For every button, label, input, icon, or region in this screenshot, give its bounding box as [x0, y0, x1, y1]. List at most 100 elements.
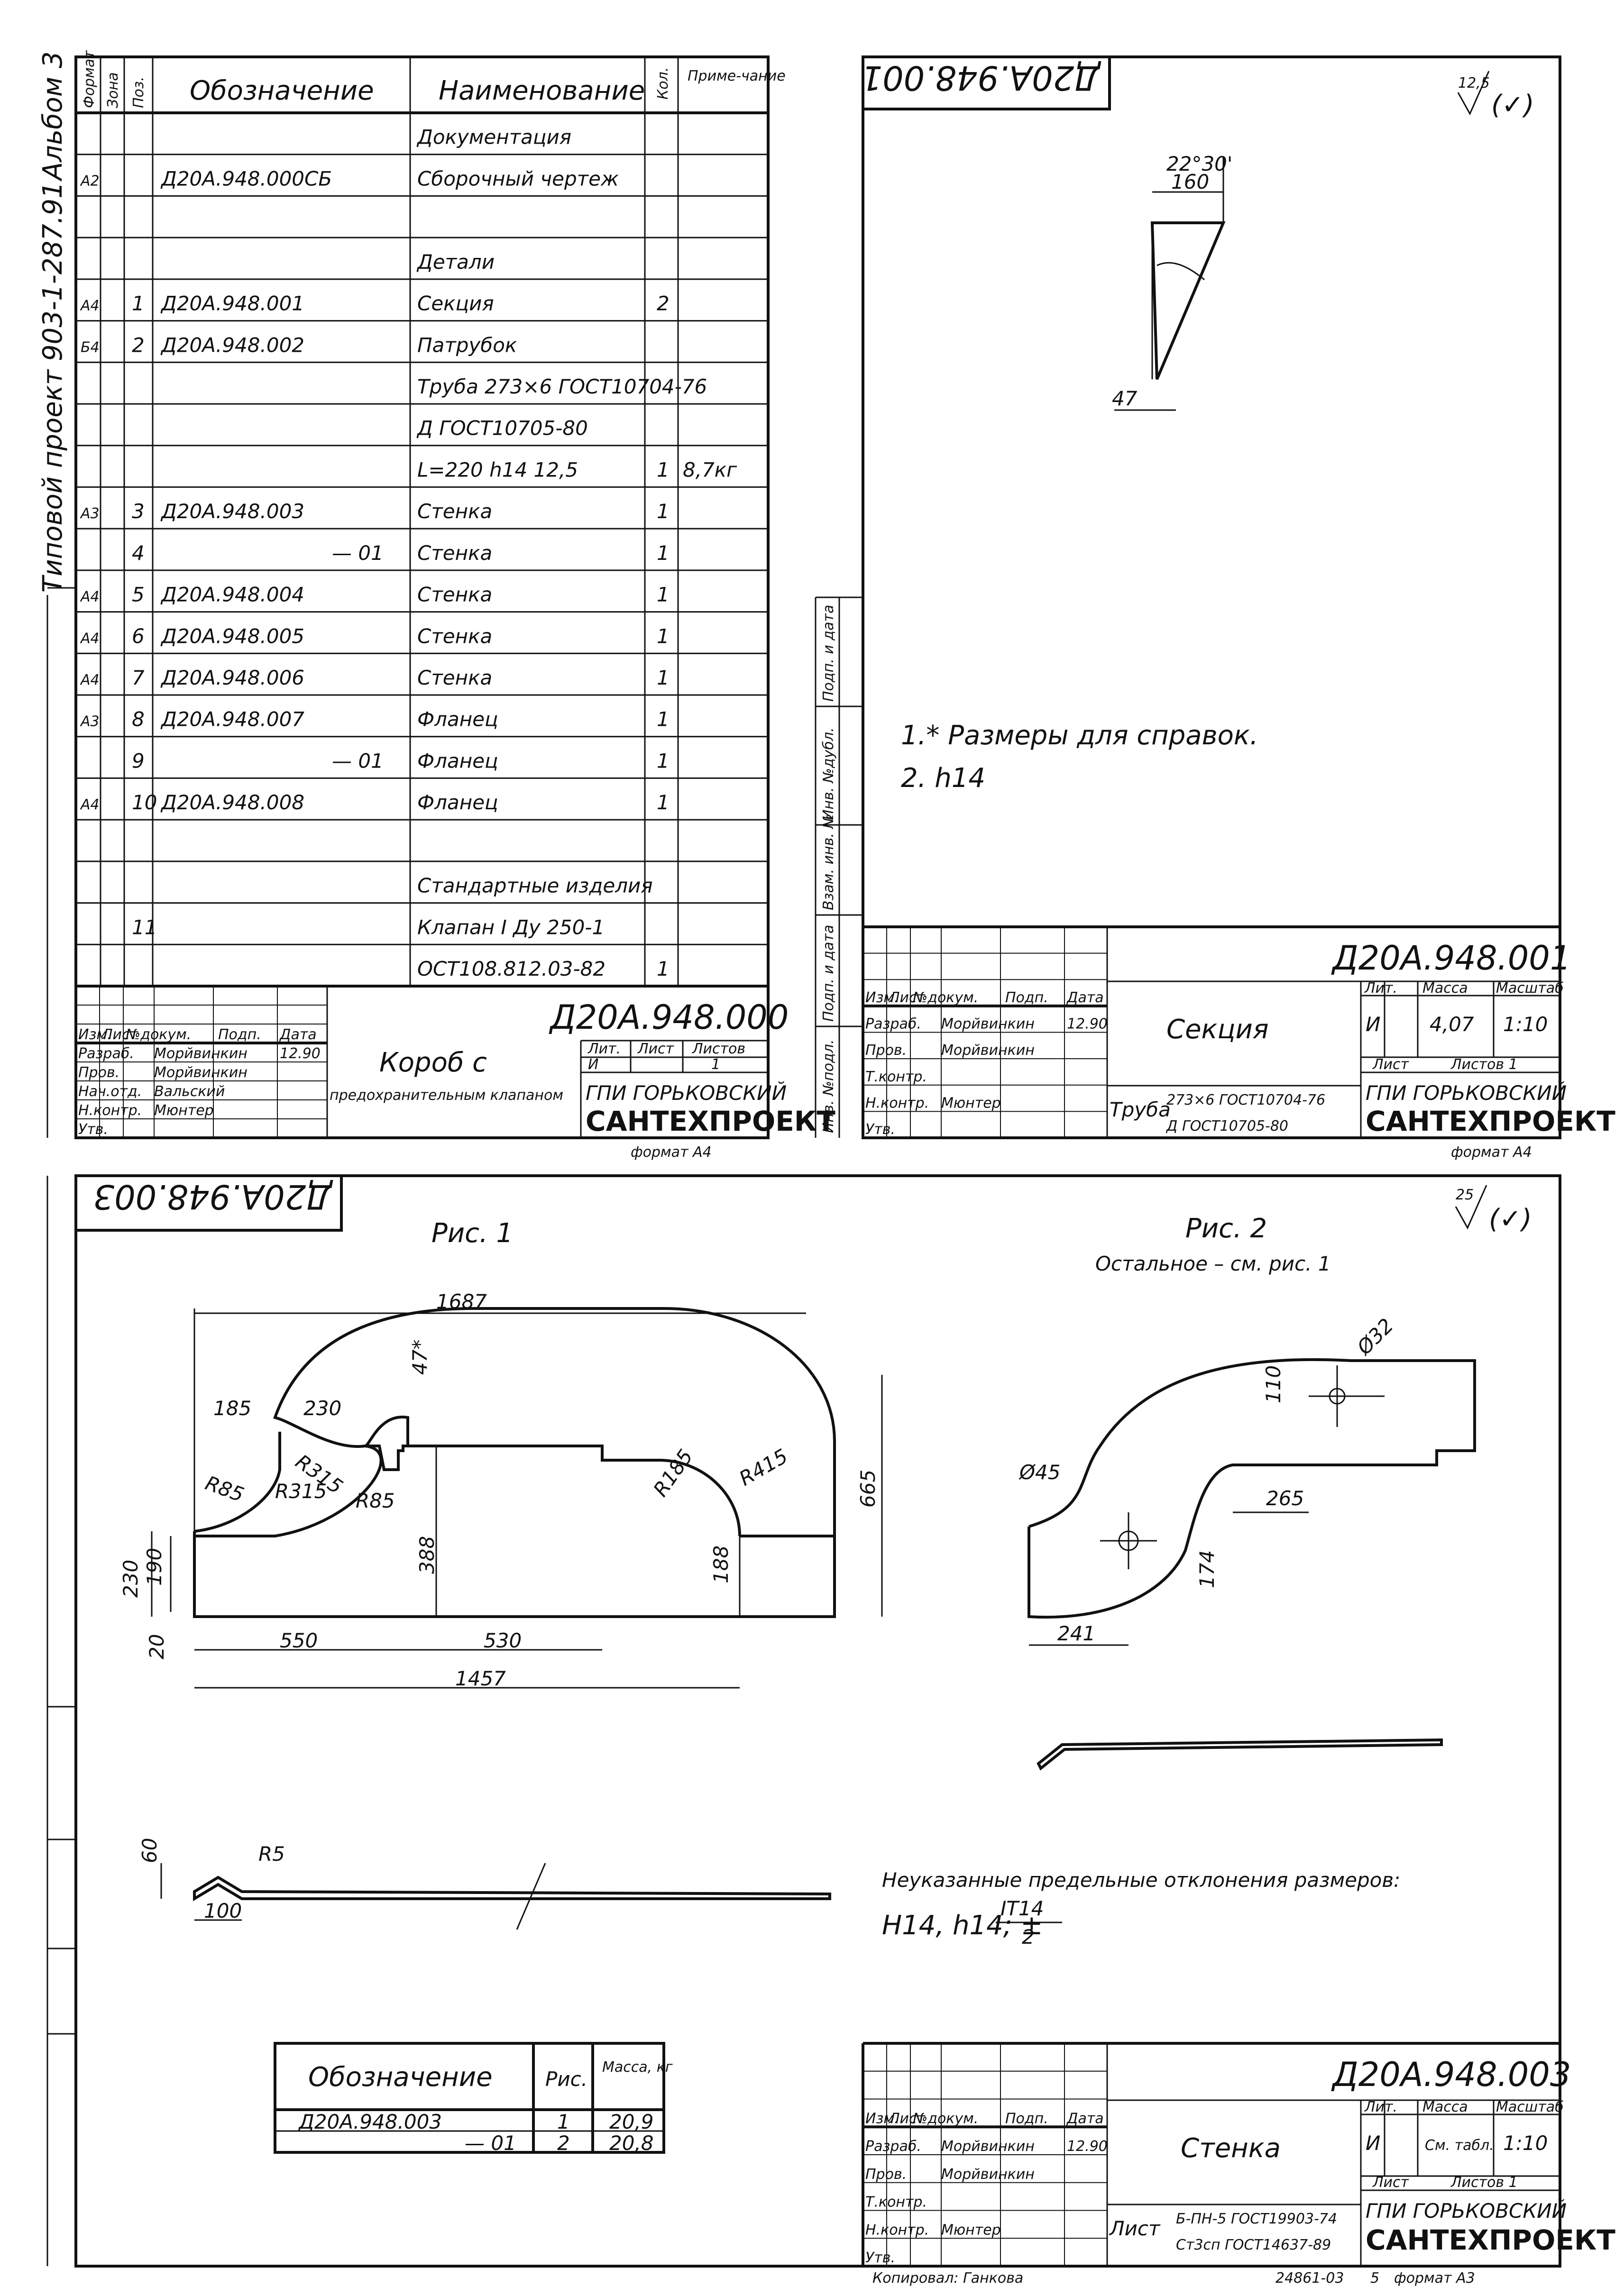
wall-fig2-sub: Остальное – см. рис. 1 [1095, 1252, 1331, 1275]
spec-row-name: Секция [417, 292, 494, 315]
variants-row-0-fig: 1 [557, 2110, 570, 2133]
spec-header-designation: Обозначение [190, 75, 374, 106]
side-project-label: Типовой проект 903-1-287.91 [37, 182, 68, 593]
title-person-date: 12.90 [1067, 1016, 1108, 1033]
spec-title-sheet: Лист [637, 1041, 675, 1057]
dim-label: 230 [303, 1397, 341, 1420]
section-stamp: Д20А.948.001 [862, 58, 1101, 97]
spec-row-pos: 11 [132, 915, 157, 939]
spec-header-name: Наименование [439, 75, 645, 106]
title-person-name: Морйвинкин [941, 2138, 1035, 2155]
roughness-check-icon: (✓) [1491, 90, 1534, 120]
wall-title-lit: Лит. [1364, 2099, 1397, 2115]
section-sheet: Д20А.948.001 12,5 (✓) 22°30' 160 47 1.* … [815, 55, 1615, 1161]
title-person-date: 12.90 [280, 1045, 321, 1062]
title-person-role: Т.контр. [865, 2194, 927, 2211]
section-side-col-2: Взам. инв. № [820, 814, 837, 910]
spec-row-qty: 1 [657, 458, 670, 481]
wall-tolerance-formula: H14, h14; ± [882, 1910, 1043, 1941]
wall-variants-table: Обозначение Рис. Масса, кг Д20А.948.003 … [274, 2042, 673, 2155]
wall-tolerance-num: IT14 [1000, 1897, 1044, 1920]
variants-header-mass: Масса, кг [602, 2059, 673, 2076]
spec-row-designation: Д20А.948.001 [160, 292, 304, 315]
title-person-role: Утв. [865, 2250, 895, 2266]
spec-row-designation: Д20А.948.004 [160, 583, 304, 606]
title-role-1: Лист [889, 2110, 926, 2127]
spec-row-pos: 3 [132, 500, 145, 523]
title-role-4: Дата [1066, 2110, 1104, 2127]
spec-row-format: А3 [80, 713, 100, 730]
title-role-0: Изм. [865, 2110, 899, 2127]
section-title-scale-value: 1:10 [1503, 1013, 1548, 1036]
spec-row-qty: 2 [657, 292, 670, 315]
wall-title-grid: Изм.Лист№докум.Подп.ДатаРазраб.Морйвинки… [863, 2043, 1108, 2266]
title-person-name: Морйвинкин [154, 1045, 248, 1062]
spec-row-name: L=220 h14 12,5 [417, 458, 578, 481]
variants-row-0-mass: 20,9 [609, 2110, 654, 2133]
wall-fig2-outline [1028, 1358, 1476, 1619]
title-person-role: Н.контр. [78, 1102, 142, 1119]
wall-tolerance-title: Неуказанные предельные отклонения размер… [882, 1868, 1400, 1892]
dim-label: 174 [1195, 1550, 1219, 1588]
spec-row-name: Стенка [417, 624, 492, 648]
variants-header-fig: Рис. [545, 2067, 587, 2091]
wall-title-mass-value: См. табл. [1425, 2137, 1494, 2154]
footer-number: 24861-03 [1275, 2270, 1344, 2287]
spec-row-pos: 8 [132, 708, 145, 731]
title-role-0: Изм. [78, 1026, 112, 1043]
title-person-name: Морйвинкин [941, 2166, 1035, 2183]
spec-row-format: А4 [80, 630, 100, 647]
section-title-sheets: Листов 1 [1450, 1056, 1518, 1073]
spec-row-designation: Д20А.948.007 [160, 708, 304, 731]
spec-row-name: Стенка [417, 666, 492, 689]
spec-title-sheets-value: 1 [711, 1056, 720, 1073]
title-role-1: Лист [889, 989, 926, 1006]
wall-title-mass: Масса [1422, 2099, 1468, 2115]
title-person-role: Пров. [865, 2166, 907, 2183]
spec-title-org1: ГПИ ГОРЬКОВСКИЙ [586, 1081, 787, 1105]
wall-sheet: Д20А.948.003 25 (✓) Рис. 1 Рис. 2 Осталь… [46, 1174, 1615, 2287]
spec-row-format: А3 [80, 505, 100, 522]
spec-row-pos: 7 [132, 666, 145, 689]
dim-label: 47* [408, 1340, 431, 1375]
spec-row-qty: 1 [657, 708, 670, 731]
spec-row-qty: 1 [657, 541, 670, 565]
side-album-label: Альбом 3 [37, 51, 68, 182]
spec-row-qty: 1 [657, 666, 670, 689]
title-role-2: №докум. [912, 989, 978, 1006]
title-person-role: Нач.отд. [78, 1083, 142, 1100]
section-title-mass-value: 4,07 [1430, 1013, 1474, 1036]
dim-label: 188 [709, 1546, 733, 1583]
title-person-name: Мюнтер [941, 2222, 1001, 2238]
title-person-name: Морйвинкин [941, 1042, 1035, 1059]
spec-row-name: Стандартные изделия [417, 874, 653, 897]
title-person-name: Морйвинкин [154, 1064, 248, 1081]
dim-label: 1687 [436, 1290, 487, 1313]
title-person-name: Вальский [154, 1083, 225, 1100]
wall-roughness: 25 [1456, 1187, 1474, 1203]
spec-row-name: Документация [416, 126, 571, 149]
dim-label: 20 [145, 1634, 168, 1659]
title-person-role: Утв. [865, 1121, 895, 1138]
spec-row-pos: 6 [132, 624, 145, 648]
spec-row-pos: 10 [132, 791, 157, 814]
title-role-4: Дата [279, 1026, 317, 1043]
spec-row-name: Стенка [417, 583, 492, 606]
spec-row-designation: Д20А.948.008 [160, 791, 304, 814]
dim-label: Ø45 [1018, 1461, 1061, 1484]
title-role-3: Подп. [218, 1026, 261, 1043]
spec-row-name: Д ГОСТ10705-80 [416, 417, 588, 440]
title-person-role: Утв. [78, 1121, 108, 1138]
wall-profile [193, 1875, 831, 1902]
section-title-lit: Лит. [1364, 980, 1397, 997]
spec-row-qty: 1 [657, 749, 670, 772]
spec-title-name2: предохранительным клапаном [330, 1087, 563, 1104]
spec-row-pos: 5 [132, 583, 145, 606]
wall-title-org1: ГПИ ГОРЬКОВСКИЙ [1366, 2199, 1567, 2223]
dim-label: R185 [649, 1445, 697, 1501]
spec-row-format: А4 [80, 589, 100, 605]
title-role-0: Изм. [865, 989, 899, 1006]
